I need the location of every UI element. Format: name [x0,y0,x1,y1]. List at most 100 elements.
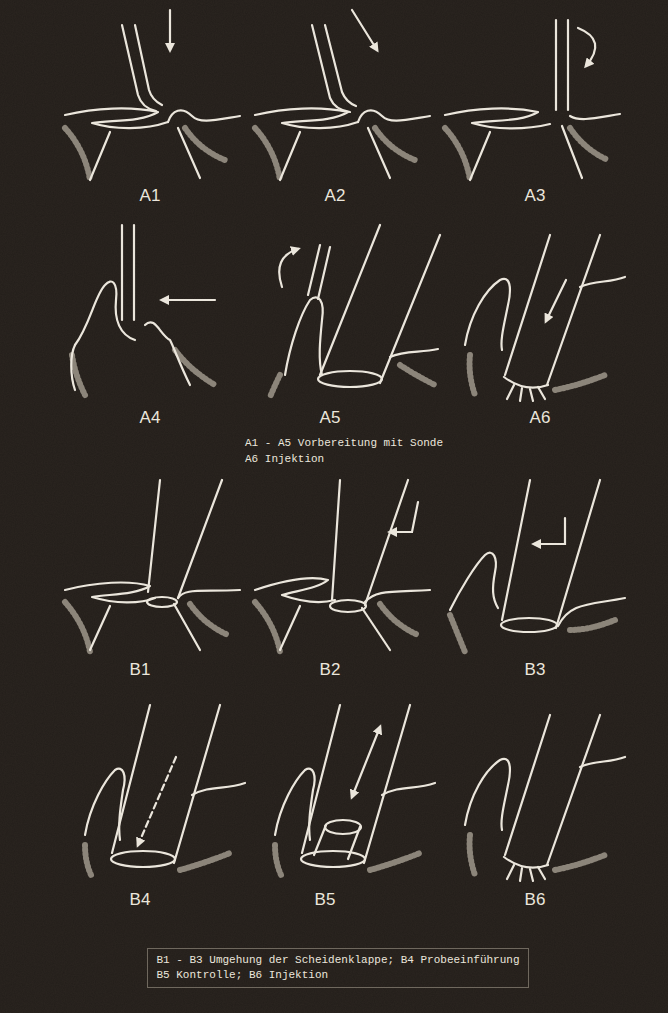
panel-b1-stroke [190,604,228,635]
panel-a6-stroke [520,388,522,401]
panel-a3-stroke [470,132,490,180]
panel-b2-stroke [255,578,335,602]
panel-b5-stroke [364,705,410,863]
panel-a4-stroke [145,322,190,385]
panel-label: B6 [525,890,546,910]
panel-a2-stroke [358,110,430,122]
panel-b1-stroke [148,480,160,592]
panel-a3-stroke [578,28,595,66]
panel-b6-stroke [547,715,600,865]
panel-label: A3 [525,186,546,206]
panel-b1-stroke [178,590,240,598]
panel-a2-stroke [352,10,377,50]
panel-label: B2 [320,660,341,680]
panel-a1-stroke [168,110,240,122]
panel-b3-stroke [558,598,625,626]
panel-a1-stroke [65,128,90,180]
panel-a5-stroke [318,371,382,387]
panel-a6-stroke [530,389,533,401]
panel-b6-stroke [530,869,533,881]
panel-a3-stroke [570,114,620,119]
panel-b3-stroke [502,480,530,620]
panel-a4-stroke [71,345,75,390]
panel-a3 [445,20,620,180]
panel-a6-stroke [470,355,475,395]
panel-a6-stroke [546,280,566,321]
panel-a6-stroke [504,377,548,388]
panel-a5-stroke [390,349,438,357]
panel-label: B1 [130,660,151,680]
panel-b1-stroke [147,597,177,607]
panel-a6-stroke [580,277,625,287]
panel-b6-stroke [505,715,550,855]
panel-label: A4 [140,408,161,428]
panel-b2-stroke [365,590,430,602]
panel-b4-stroke [180,853,230,870]
panel-b6-stroke [538,867,545,879]
panel-a2-stroke [368,128,390,178]
panel-b5-stroke [302,705,340,853]
panel-b3-stroke [501,618,557,632]
panel-b5-stroke [325,820,361,834]
panel-a2-stroke [255,108,358,128]
caption-box: B1 - B3 Umgehung der Scheidenklappe; B4 … [147,948,528,988]
panel-b4-stroke [138,757,176,845]
panel-b2-stroke [365,480,408,605]
panel-a1-stroke [90,132,110,180]
panel-b1-stroke [65,602,90,652]
panel-b2-stroke [390,502,418,532]
panel-b2-stroke [330,600,366,612]
panel-a5-stroke [380,235,440,383]
panel-b4-stroke [85,845,92,877]
caption-text: B5 Kontrolle; B6 Injektion [156,968,519,983]
panel-a5-stroke [270,375,280,397]
panel-a3-stroke [445,128,470,180]
panel-a3-stroke [570,128,608,160]
panel-b4-stroke [111,851,175,867]
caption-text: B1 - B3 Umgehung der Scheidenklappe; B4 … [156,953,519,968]
panel-b4-stroke [192,783,245,795]
panel-a6-stroke [465,279,510,350]
panel-b4 [85,705,245,877]
caption-text: A1 - A5 Vorbereitung mit Sonde [245,436,443,451]
panel-label: B5 [315,890,336,910]
panel-label: B4 [130,890,151,910]
panel-b6-stroke [504,857,548,868]
panel-b3-stroke [450,553,498,610]
panel-a2-stroke [312,25,350,112]
panel-b3-stroke [556,480,600,628]
panel-a5-stroke [279,249,298,287]
panel-b3-stroke [570,620,615,630]
panel-b5-stroke [275,769,315,840]
panel-a5-stroke [308,245,320,295]
panel-b5-stroke [275,845,282,877]
panel-b2-stroke [332,480,340,600]
panel-b2-stroke [380,604,418,635]
panel-b1-stroke [65,583,155,603]
panel-b1 [65,480,240,652]
panel-a1-stroke [135,25,162,105]
panel-label: A2 [325,186,346,206]
panel-a2-stroke [280,132,300,180]
panel-a1-stroke [122,25,156,111]
panel-a1-stroke [178,128,200,178]
panel-a6 [465,235,625,401]
panel-a3-stroke [555,20,557,110]
panel-b1-stroke [174,604,200,650]
panel-b6-stroke [470,835,475,875]
panel-b2 [255,480,430,652]
panel-b6-stroke [465,759,510,830]
panel-b3-stroke [534,518,565,544]
panel-b5-stroke [370,853,420,870]
panel-b5 [275,705,435,877]
panel-b6-stroke [555,855,605,870]
panel-b6-stroke [520,868,522,881]
panel-a5 [270,225,440,397]
panel-b4-stroke [85,769,125,840]
panel-a1-stroke [65,108,168,128]
panel-b6-stroke [580,757,625,767]
panel-a4 [71,225,215,395]
